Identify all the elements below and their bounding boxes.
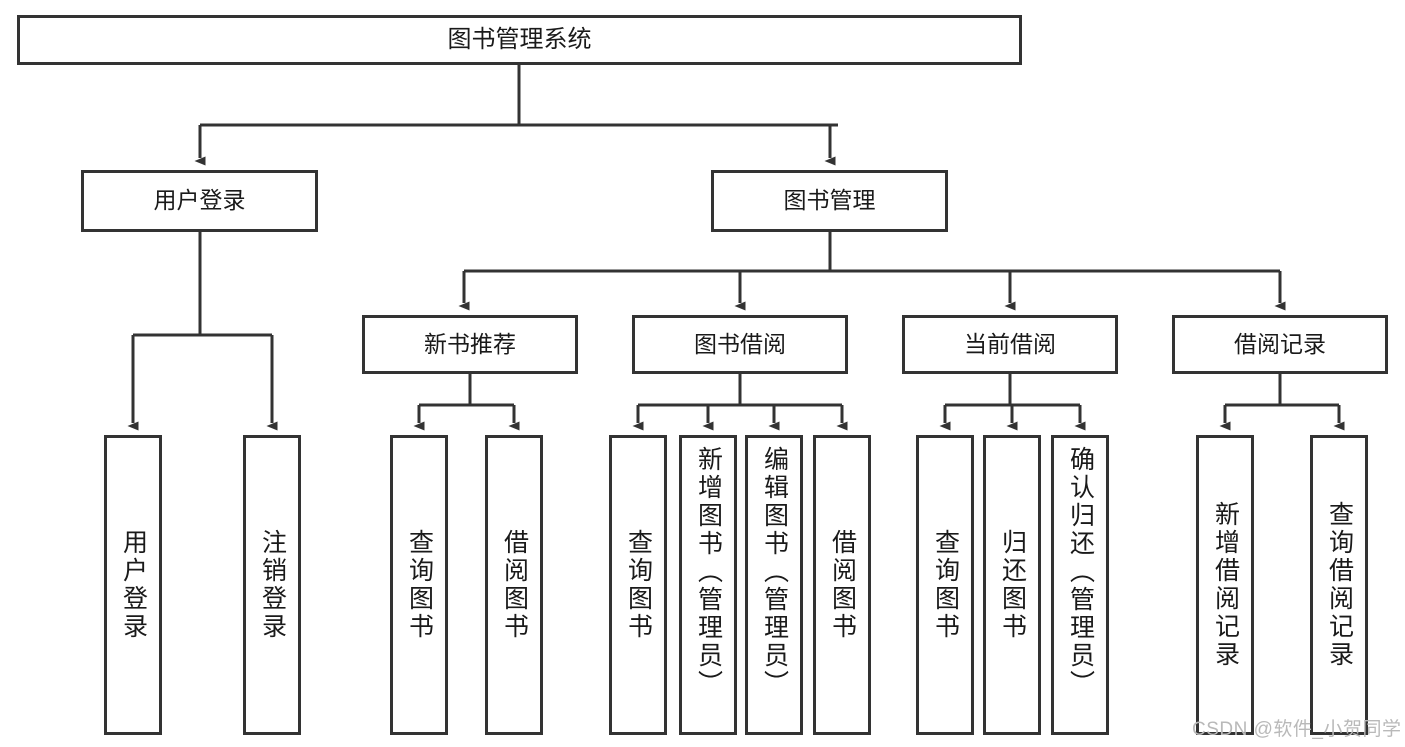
edges-borrow-record-to-leaves xyxy=(1219,374,1345,431)
edges-new-book-rec-to-leaves xyxy=(413,374,520,431)
node-leaf-edit-book-admin[interactable]: 编辑图书（管理员） xyxy=(745,435,803,735)
node-leaf-logout[interactable]: 注销登录 xyxy=(243,435,301,735)
node-label: 查询图书 xyxy=(931,529,960,641)
node-new-book-recommendation[interactable]: 新书推荐 xyxy=(362,315,578,374)
node-label: 新增借阅记录 xyxy=(1211,501,1240,669)
node-leaf-query-book-borrowing[interactable]: 查询图书 xyxy=(609,435,667,735)
edges-book-borrow-to-leaves xyxy=(632,374,848,431)
node-label: 编辑图书（管理员） xyxy=(760,446,789,698)
node-leaf-query-book-current[interactable]: 查询图书 xyxy=(916,435,974,735)
node-label: 图书管理 xyxy=(783,187,876,214)
node-label: 新书推荐 xyxy=(424,330,516,357)
csdn-watermark: CSDN @软件_小贺同学 xyxy=(1192,719,1402,740)
node-label: 当前借阅 xyxy=(964,330,1056,357)
node-leaf-query-book-recommendation[interactable]: 查询图书 xyxy=(390,435,448,735)
node-label: 借阅记录 xyxy=(1234,330,1326,357)
node-user-login[interactable]: 用户登录 xyxy=(81,170,318,232)
node-borrowing-record[interactable]: 借阅记录 xyxy=(1172,315,1388,374)
node-label: 借阅图书 xyxy=(828,529,857,641)
node-label: 新增图书（管理员） xyxy=(694,446,723,698)
node-label: 注销登录 xyxy=(258,529,287,641)
node-label: 图书管理系统 xyxy=(447,25,592,53)
node-label: 确认归还（管理员） xyxy=(1066,446,1095,698)
edges-root-to-level2 xyxy=(194,65,838,166)
node-label: 用户登录 xyxy=(153,187,246,214)
node-leaf-query-borrow-record[interactable]: 查询借阅记录 xyxy=(1310,435,1368,735)
node-leaf-add-borrow-record[interactable]: 新增借阅记录 xyxy=(1196,435,1254,735)
node-leaf-add-book-admin[interactable]: 新增图书（管理员） xyxy=(679,435,737,735)
node-label: 图书借阅 xyxy=(694,330,786,357)
node-leaf-user-login[interactable]: 用户登录 xyxy=(104,435,162,735)
node-label: 查询借阅记录 xyxy=(1325,501,1354,669)
node-book-management[interactable]: 图书管理 xyxy=(711,170,948,232)
edges-book-mgmt-to-level3 xyxy=(458,232,1286,311)
node-label: 借阅图书 xyxy=(500,529,529,641)
node-leaf-borrow-book-recommendation[interactable]: 借阅图书 xyxy=(485,435,543,735)
node-label: 归还图书 xyxy=(998,529,1027,641)
node-root-system[interactable]: 图书管理系统 xyxy=(17,15,1022,65)
node-leaf-confirm-return-admin[interactable]: 确认归还（管理员） xyxy=(1051,435,1109,735)
node-label: 查询图书 xyxy=(405,529,434,641)
node-leaf-return-book[interactable]: 归还图书 xyxy=(983,435,1041,735)
node-label: 用户登录 xyxy=(119,529,148,641)
edges-user-login-to-leaves xyxy=(127,232,278,431)
node-label: 查询图书 xyxy=(624,529,653,641)
edges-current-borrow-to-leaves xyxy=(939,374,1086,431)
node-book-borrowing[interactable]: 图书借阅 xyxy=(632,315,848,374)
node-current-borrowing[interactable]: 当前借阅 xyxy=(902,315,1118,374)
node-leaf-borrow-book-borrowing[interactable]: 借阅图书 xyxy=(813,435,871,735)
